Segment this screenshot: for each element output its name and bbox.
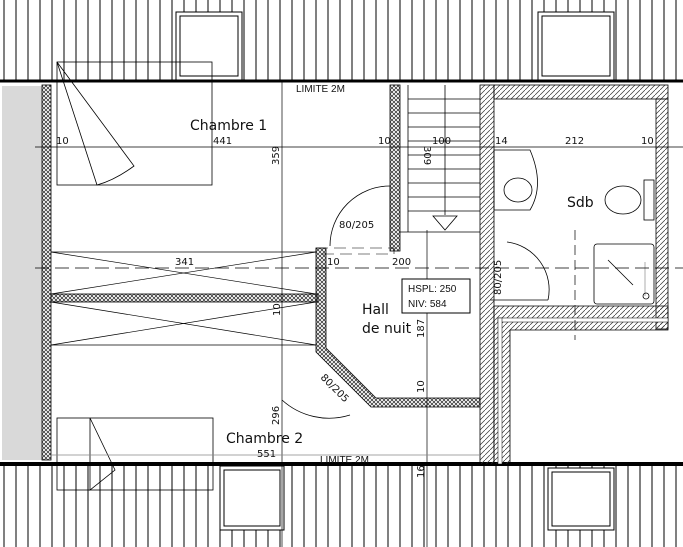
dim-label: 309	[421, 146, 432, 165]
wall-sdb-top	[493, 84, 669, 100]
void-cross	[50, 251, 317, 346]
limit-label-bottom: LIMITE 2M	[320, 455, 369, 466]
dim-label: 187	[416, 319, 427, 338]
skylight-top-left	[175, 11, 243, 81]
door-sdb[interactable]	[490, 241, 550, 301]
staircase	[400, 85, 480, 233]
bed-chambre-2	[56, 417, 214, 491]
dim-label: 14	[495, 136, 508, 147]
door-chambre-1[interactable]	[329, 185, 391, 247]
niv-label: NIV: 584	[408, 299, 447, 310]
dim-label: 100	[432, 136, 451, 147]
dim-label: 212	[565, 136, 584, 147]
wall-stairs	[389, 84, 401, 252]
dim-label: 10	[272, 303, 283, 316]
wall-sdb-right	[655, 98, 669, 330]
dim-label: 10	[416, 380, 427, 393]
skylight-bottom-left	[219, 465, 285, 531]
door-chambre-2[interactable]	[281, 399, 351, 419]
limit-label-top: LIMITE 2M	[296, 84, 345, 95]
grey-strip	[2, 86, 42, 460]
room-label-chambre-1: Chambre 1	[190, 118, 267, 134]
dim-label: 341	[175, 257, 194, 268]
room-label-sdb: Sdb	[567, 195, 594, 211]
dim-label: 10	[327, 257, 340, 268]
skylight-top-right	[537, 11, 615, 81]
dim-label: 551	[257, 449, 276, 460]
hspl-label: HSPL: 250	[408, 284, 457, 295]
dimension-lines	[35, 82, 683, 547]
room-label-hall-1: Hall	[362, 302, 389, 318]
dim-label: 441	[213, 136, 232, 147]
bed-chambre-1	[56, 61, 213, 186]
dim-label: 296	[271, 406, 282, 425]
room-label-chambre-2: Chambre 2	[226, 431, 303, 447]
wall-corridor	[50, 293, 319, 303]
wall-left	[41, 84, 52, 461]
dim-label: 200	[392, 257, 411, 268]
dim-label: 10	[56, 136, 69, 147]
washbasin	[493, 149, 538, 211]
dim-label-door: 80/205	[339, 220, 374, 231]
dim-label: 10	[641, 136, 654, 147]
wall-hall-stub	[315, 247, 395, 255]
dim-label: 10	[378, 136, 391, 147]
dim-label-door: 80/205	[493, 260, 504, 295]
dim-label: 359	[271, 146, 282, 165]
wall-sdb-left	[479, 84, 495, 465]
skylight-bottom-right	[547, 467, 615, 531]
room-label-hall-2: de nuit	[362, 321, 412, 337]
dim-label: 16	[416, 465, 427, 478]
toilet	[604, 179, 655, 221]
info-box: HSPL: 250 NIV: 584	[401, 278, 471, 314]
